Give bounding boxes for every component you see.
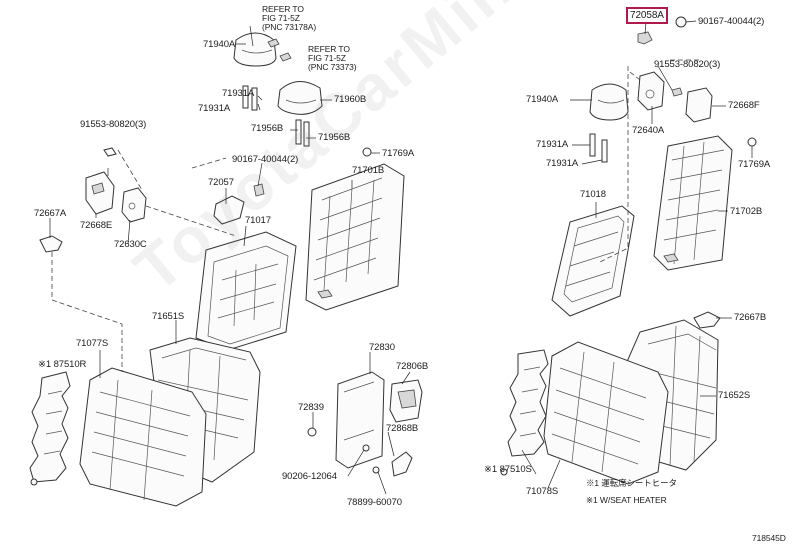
- label-71769a-left[interactable]: 71769A: [382, 148, 415, 159]
- label-71701b[interactable]: 71701B: [352, 165, 385, 176]
- label-71652s[interactable]: 71652S: [718, 390, 751, 401]
- label-72668e[interactable]: 72668E: [80, 220, 113, 231]
- cover-72667a-part: [39, 235, 63, 253]
- refer-note-b: REFER TO FIG 71-5Z (PNC 73373): [308, 45, 357, 72]
- label-72668f[interactable]: 72668F: [728, 100, 760, 111]
- label-90206[interactable]: 90206-12064: [282, 471, 337, 482]
- label-71940a-right[interactable]: 71940A: [526, 94, 559, 105]
- note-seat-heater-jp: ※1 運転席シートヒータ: [586, 478, 677, 488]
- seat-heater-87510r-part: [29, 371, 71, 486]
- label-72667a[interactable]: 72667A: [34, 208, 67, 219]
- cover-72868b-part: [391, 451, 413, 477]
- label-91553-left[interactable]: 91553-80820(3): [80, 119, 147, 130]
- label-71956b-2[interactable]: 71956B: [318, 132, 351, 143]
- headrest-center-part: [277, 81, 323, 115]
- refer-b-line1: REFER TO: [308, 44, 350, 54]
- frame-71018-part: [551, 205, 635, 317]
- label-71940a[interactable]: 71940A: [203, 39, 236, 50]
- latch-72057-part: [213, 195, 245, 225]
- figure-code: 718545D: [752, 533, 786, 543]
- label-71017[interactable]: 71017: [245, 215, 271, 226]
- hinge-72640a-part: [637, 71, 665, 111]
- seat-cushion-cover-71077s-part: [79, 367, 207, 507]
- label-90167-left[interactable]: 90167-40044(2): [232, 154, 299, 165]
- refer-note-a: REFER TO FIG 71-5Z (PNC 73178A): [262, 5, 316, 32]
- bracket-72630c-part: [121, 187, 147, 223]
- label-90167-right[interactable]: 90167-40044(2): [698, 16, 765, 27]
- label-72057[interactable]: 72057: [208, 177, 234, 188]
- refer-a-line3: (PNC 73178A): [262, 22, 317, 32]
- note-seat-heater-en: ※1 W/SEAT HEATER: [586, 495, 667, 505]
- label-71702b[interactable]: 71702B: [730, 206, 763, 217]
- label-71956b-1[interactable]: 71956B: [251, 123, 284, 134]
- headrest-guides-center-part: [295, 119, 310, 147]
- label-71960b[interactable]: 71960B: [334, 94, 367, 105]
- refer-a-line2: FIG 71-5Z: [262, 13, 300, 23]
- seatback-pad-71701b-part: [305, 163, 405, 311]
- refer-b-line2: FIG 71-5Z: [308, 53, 346, 63]
- headrest-guides-left-part: [242, 85, 258, 111]
- seatback-pad-71702b-part: [653, 135, 733, 271]
- label-71769a-right[interactable]: 71769A: [738, 159, 771, 170]
- label-87510s[interactable]: ※1 87510S: [484, 464, 532, 475]
- label-72630c[interactable]: 72630C: [114, 239, 147, 250]
- cover-72668f-part: [685, 87, 713, 123]
- label-72868b[interactable]: 72868B: [386, 423, 419, 434]
- label-72667b[interactable]: 72667B: [734, 312, 767, 323]
- label-71651s[interactable]: 71651S: [152, 311, 185, 322]
- bracket-72806b-part: [389, 379, 423, 423]
- label-72830[interactable]: 72830: [369, 342, 395, 353]
- label-87510r[interactable]: ※1 87510R: [38, 359, 87, 370]
- label-78899[interactable]: 78899-60070: [347, 497, 402, 508]
- label-91553-right[interactable]: 91553-80820(3): [654, 59, 721, 70]
- seat-cushion-cover-71078s-part: [543, 341, 669, 485]
- label-72806b[interactable]: 72806B: [396, 361, 429, 372]
- label-71931a-1[interactable]: 71931A: [222, 88, 255, 99]
- label-71078s[interactable]: 71078S: [526, 486, 559, 497]
- label-72839[interactable]: 72839: [298, 402, 324, 413]
- refer-b-line3: (PNC 73373): [308, 62, 357, 72]
- label-72640a[interactable]: 72640A: [632, 125, 665, 136]
- hinge-cover-72668e-part: [85, 171, 115, 215]
- label-71931a-right-2[interactable]: 71931A: [546, 158, 579, 169]
- frame-71017-part: [195, 231, 297, 351]
- label-71931a-right-1[interactable]: 71931A: [536, 139, 569, 150]
- seat-heater-87510s-part: [500, 349, 549, 476]
- headrest-guides-right-part: [589, 133, 608, 163]
- label-71018[interactable]: 71018: [580, 189, 606, 200]
- pad-72830-part: [335, 371, 385, 469]
- label-71077s[interactable]: 71077S: [76, 338, 109, 349]
- headrest-right-part: [589, 83, 629, 121]
- bolt-72839-part: [307, 427, 317, 437]
- label-71931a-2[interactable]: 71931A: [198, 103, 231, 114]
- headrest-left-part: [233, 32, 277, 67]
- lock-72058a-part: [637, 31, 653, 45]
- cover-72667b-part: [693, 311, 721, 329]
- label-72058a-highlighted[interactable]: 72058A: [626, 7, 668, 24]
- refer-a-line1: REFER TO: [262, 4, 304, 14]
